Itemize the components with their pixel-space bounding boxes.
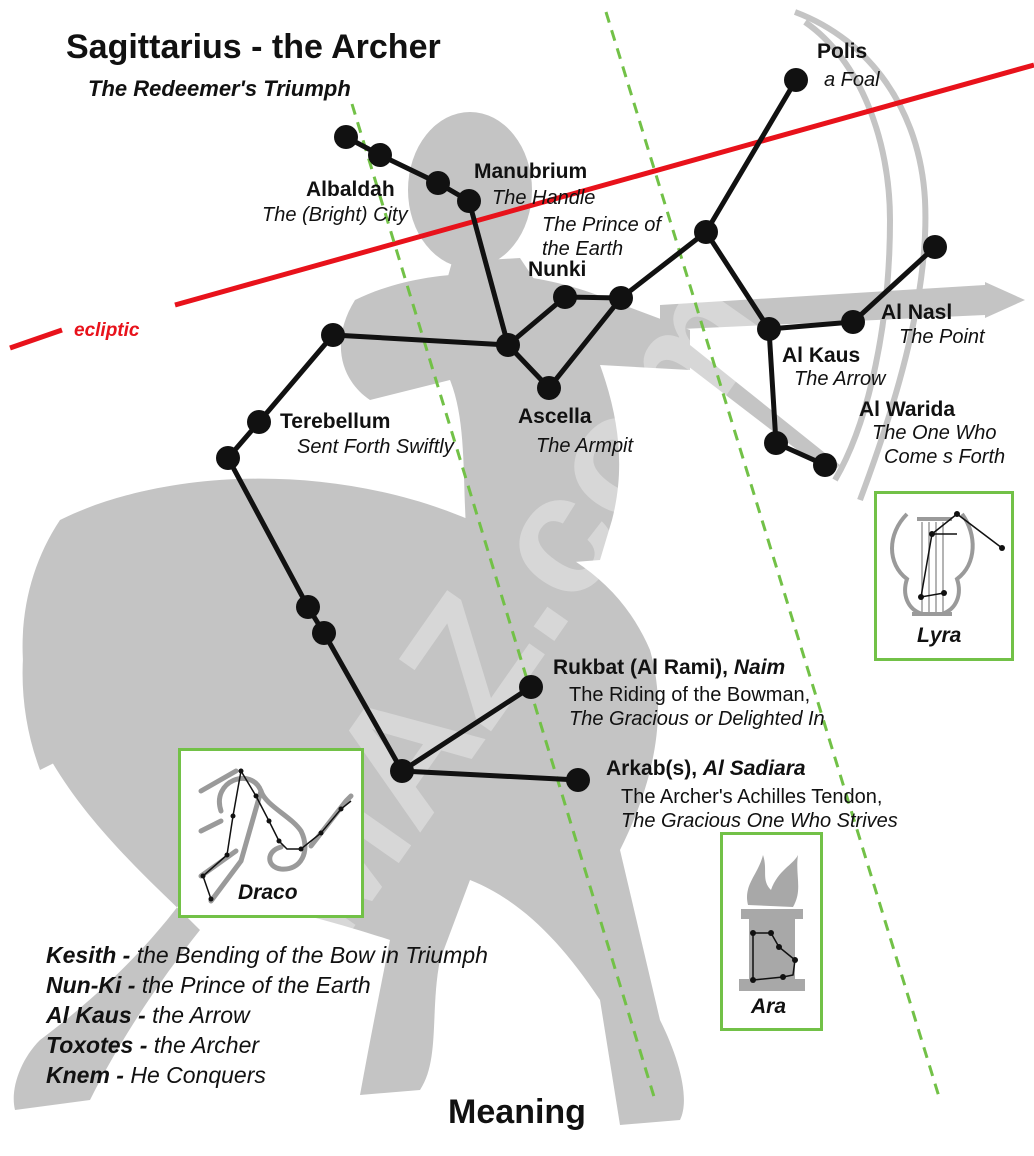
star-dot xyxy=(426,171,450,195)
star-dot-albaldah xyxy=(457,189,481,213)
star-name-polis: Polis xyxy=(817,40,867,64)
ara-label: Ara xyxy=(751,995,786,1019)
star-dot-terebellum xyxy=(247,410,271,434)
name-meaning-row: Nun-Ki - the Prince of the Earth xyxy=(46,970,488,1000)
draco-label: Draco xyxy=(238,881,298,905)
star-dot-nunki xyxy=(553,285,577,309)
star-meaning-albaldah: The (Bright) City xyxy=(262,204,408,227)
star-meaning-al-warida-line2: Come s Forth xyxy=(884,446,1005,469)
star-meaning-manubrium: The Handle xyxy=(492,187,595,210)
star-dot xyxy=(923,235,947,259)
star-dot xyxy=(813,453,837,477)
diagram-subtitle: The Redeemer's Triumph xyxy=(88,76,351,101)
star-meaning-arkab-line1: The Archer's Achilles Tendon, xyxy=(621,786,882,809)
ecliptic-label: ecliptic xyxy=(74,320,139,342)
star-name-rukbat-alt: Naim xyxy=(734,656,785,679)
name-meanings-list: Kesith - the Bending of the Bow in Trium… xyxy=(46,940,488,1090)
name-meaning-row: Toxotes - the Archer xyxy=(46,1030,488,1060)
star-dot xyxy=(312,621,336,645)
star-dot xyxy=(216,446,240,470)
star-name-nunki: Nunki xyxy=(528,258,586,282)
star-dot xyxy=(609,286,633,310)
star-name-arkab-alt: Al Sadiara xyxy=(703,757,806,780)
star-dot xyxy=(321,323,345,347)
name-definition: the Arrow xyxy=(152,1002,250,1028)
star-name-arkab-main: Arkab(s), xyxy=(606,757,697,780)
name-definition: the Prince of the Earth xyxy=(142,972,371,998)
star-name-arkab: Arkab(s), Al Sadiara xyxy=(606,757,806,781)
star-meaning-prince-line1: The Prince of xyxy=(542,214,661,237)
star-name-albaldah: Albaldah xyxy=(306,178,395,202)
star-dot xyxy=(368,143,392,167)
star-meaning-al-kaus: The Arrow xyxy=(794,368,886,391)
star-meaning-arkab-line2: The Gracious One Who Strives xyxy=(621,810,898,833)
name-term: Kesith - xyxy=(46,942,130,968)
star-meaning-rukbat-line1: The Riding of the Bowman, xyxy=(569,684,810,707)
star-dot-ascella xyxy=(537,376,561,400)
star-name-ascella: Ascella xyxy=(518,405,592,429)
star-dot-kaus-borealis xyxy=(694,220,718,244)
diagram-title: Sagittarius - the Archer xyxy=(66,28,441,67)
star-name-al-kaus: Al Kaus xyxy=(782,344,860,368)
star-meaning-terebellum: Sent Forth Swiftly xyxy=(297,436,454,459)
star-dot xyxy=(764,431,788,455)
star-dot-al-nasl xyxy=(841,310,865,334)
lyra-label: Lyra xyxy=(917,624,961,648)
star-name-al-nasl: Al Nasl xyxy=(881,301,952,325)
star-meaning-polis: a Foal xyxy=(824,69,880,92)
star-dot-polis xyxy=(784,68,808,92)
star-dot-arkab xyxy=(566,768,590,792)
star-name-manubrium: Manubrium xyxy=(474,160,587,184)
star-name-rukbat: Rukbat (Al Rami), Naim xyxy=(553,656,785,680)
star-dot-rukbat xyxy=(519,675,543,699)
star-meaning-al-warida-line1: The One Who xyxy=(872,422,997,445)
name-definition: the Bending of the Bow in Triumph xyxy=(137,942,488,968)
footer-caption: Meaning xyxy=(0,1093,1034,1132)
name-definition: the Archer xyxy=(154,1032,259,1058)
star-name-terebellum: Terebellum xyxy=(280,410,390,434)
name-term: Knem - xyxy=(46,1062,124,1088)
star-name-al-warida: Al Warida xyxy=(859,398,955,422)
name-meaning-row: Kesith - the Bending of the Bow in Trium… xyxy=(46,940,488,970)
name-term: Toxotes - xyxy=(46,1032,147,1058)
star-meaning-rukbat-line2: The Gracious or Delighted In xyxy=(569,708,825,731)
name-term: Al Kaus - xyxy=(46,1002,146,1028)
name-definition: He Conquers xyxy=(130,1062,266,1088)
star-meaning-ascella: The Armpit xyxy=(536,435,633,458)
star-dot xyxy=(496,333,520,357)
star-meaning-al-nasl: The Point xyxy=(899,326,985,349)
star-dot xyxy=(390,759,414,783)
name-meaning-row: Al Kaus - the Arrow xyxy=(46,1000,488,1030)
star-dot xyxy=(296,595,320,619)
name-meaning-row: Knem - He Conquers xyxy=(46,1060,488,1090)
star-dot xyxy=(334,125,358,149)
star-dot-al-kaus xyxy=(757,317,781,341)
star-name-rukbat-main: Rukbat (Al Rami), xyxy=(553,656,728,679)
name-term: Nun-Ki - xyxy=(46,972,135,998)
